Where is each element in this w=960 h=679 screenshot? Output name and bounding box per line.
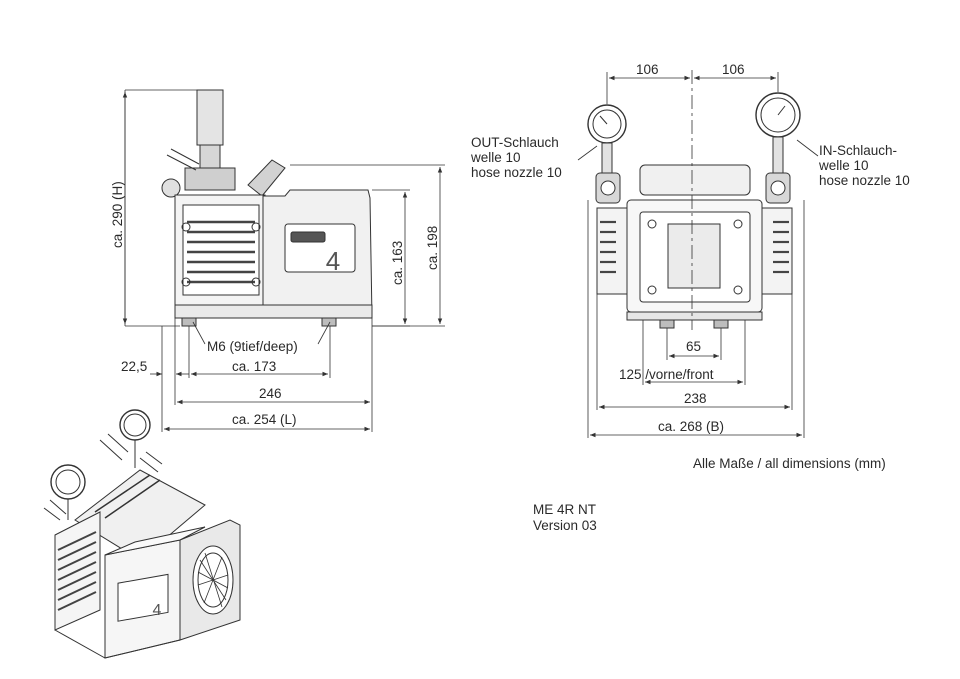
units-note: Alle Maße / all dimensions (mm) <box>693 456 886 471</box>
in-port-line-1: IN-Schlauch- <box>819 143 898 158</box>
side-dimension-lines <box>122 89 445 432</box>
dim-height-right: ca. 198 <box>425 225 440 270</box>
dim-base-width: 238 <box>684 391 707 406</box>
dim-right-offset: 106 <box>722 62 745 77</box>
out-port-label: OUT-Schlauch welle 10 hose nozzle 10 <box>471 135 562 180</box>
in-port-line-3: hose nozzle 10 <box>819 173 910 188</box>
dim-base-len: 246 <box>259 386 282 401</box>
version-label: Version 03 <box>533 518 597 533</box>
dim-total-len: ca. 254 (L) <box>232 412 297 427</box>
dim-thread: M6 (9tief/deep) <box>207 339 298 354</box>
dim-inner-span: 65 <box>686 339 702 354</box>
front-dimension-lines <box>577 70 819 438</box>
iso-badge-number: 4 <box>153 602 162 619</box>
model-name: ME 4R NT <box>533 502 597 517</box>
out-port-line-2: welle 10 <box>471 150 521 165</box>
dim-total-width: ca. 268 (B) <box>658 419 725 434</box>
in-port-line-2: welle 10 <box>819 158 869 173</box>
out-port-line-3: hose nozzle 10 <box>471 165 562 180</box>
dim-height-total: ca. 290 (H) <box>110 181 125 248</box>
front-view <box>587 92 801 329</box>
side-view <box>161 89 373 327</box>
side-badge-number: 4 <box>326 246 340 276</box>
dim-front-span: 125 /vorne/front <box>619 367 714 382</box>
dim-foot-span: ca. 173 <box>232 359 277 374</box>
dim-height-body: ca. 163 <box>390 240 405 285</box>
isometric-view <box>43 409 241 659</box>
out-port-line-1: OUT-Schlauch <box>471 135 559 150</box>
in-port-label: IN-Schlauch- welle 10 hose nozzle 10 <box>819 143 910 188</box>
dim-left-offset: 106 <box>636 62 659 77</box>
dim-offset: 22,5 <box>121 359 148 374</box>
